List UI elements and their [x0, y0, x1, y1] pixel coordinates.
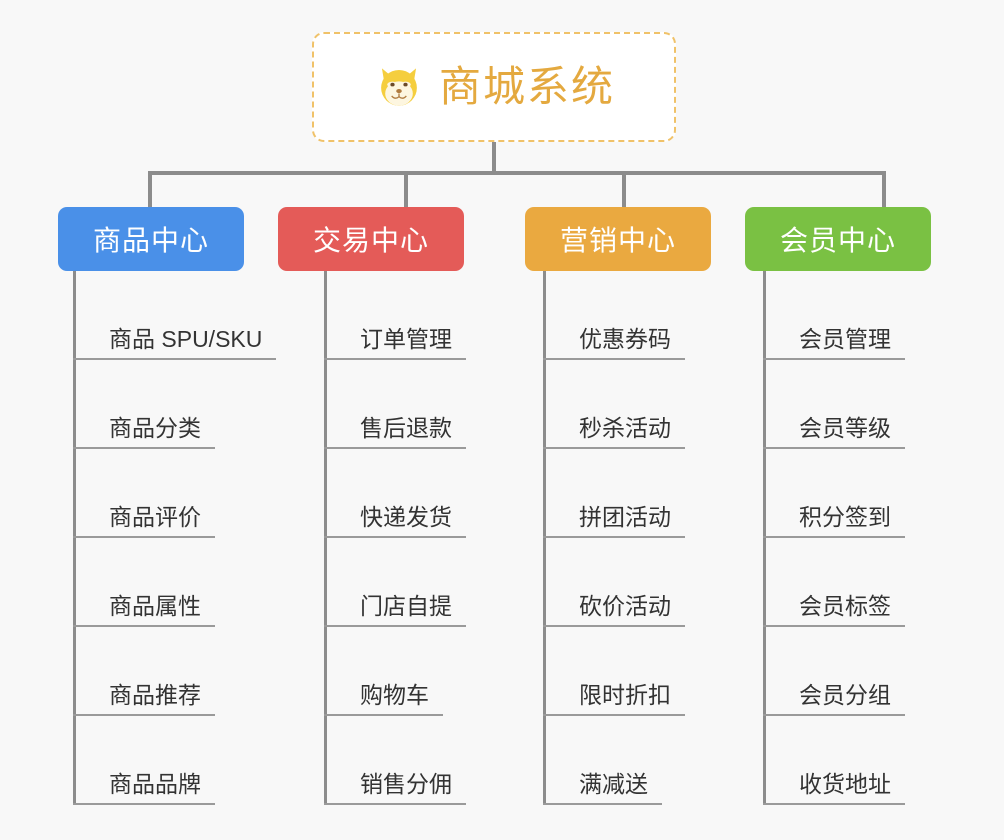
category-header-1[interactable]: 商品中心	[58, 207, 244, 271]
root-node[interactable]: 商城系统	[312, 32, 676, 142]
connector-drop-4	[882, 171, 886, 209]
leaf-trunk-line	[543, 271, 546, 805]
leaf-trunk-line	[324, 271, 327, 805]
leaf-item-label: 商品 SPU/SKU	[73, 325, 277, 360]
leaf-item[interactable]: 秒杀活动	[543, 360, 685, 449]
root-title: 商城系统	[438, 63, 615, 110]
leaf-item-label: 满减送	[543, 770, 662, 805]
leaf-item-label: 会员等级	[763, 414, 905, 449]
leaf-item[interactable]: 快递发货	[324, 449, 466, 538]
leaf-item-label: 售后退款	[324, 414, 466, 449]
category-header-label: 营销中心	[559, 225, 676, 256]
leaf-item-label: 会员管理	[763, 325, 905, 360]
leaf-item-label: 会员分组	[763, 681, 905, 716]
leaf-trunk-line	[763, 271, 766, 805]
leaf-item-label: 限时折扣	[543, 681, 685, 716]
leaf-item[interactable]: 会员等级	[763, 360, 905, 449]
leaf-item[interactable]: 订单管理	[324, 271, 466, 360]
leaf-item-label: 销售分佣	[324, 770, 466, 805]
leaf-item-label: 积分签到	[763, 503, 905, 538]
leaf-item[interactable]: 会员标签	[763, 538, 905, 627]
leaf-item[interactable]: 会员分组	[763, 627, 905, 716]
leaf-item-label: 商品品牌	[73, 770, 215, 805]
leaf-item[interactable]: 售后退款	[324, 360, 466, 449]
leaf-item[interactable]: 商品属性	[73, 538, 215, 627]
leaf-item[interactable]: 限时折扣	[543, 627, 685, 716]
connector-horizontal-bus	[148, 171, 884, 175]
leaf-item-label: 商品分类	[73, 414, 215, 449]
connector-drop-2	[404, 171, 408, 209]
leaf-item[interactable]: 商品品牌	[73, 716, 215, 805]
leaf-item[interactable]: 销售分佣	[324, 716, 466, 805]
leaf-item[interactable]: 拼团活动	[543, 449, 685, 538]
leaf-item[interactable]: 收货地址	[763, 716, 905, 805]
leaf-item-label: 砍价活动	[543, 592, 685, 627]
leaf-item-label: 订单管理	[324, 325, 466, 360]
category-header-label: 商品中心	[92, 225, 209, 256]
leaf-item-label: 会员标签	[763, 592, 905, 627]
leaf-item-label: 拼团活动	[543, 503, 685, 538]
leaf-item[interactable]: 购物车	[324, 627, 443, 716]
connector-drop-3	[622, 171, 626, 209]
leaf-item-label: 商品属性	[73, 592, 215, 627]
leaf-item[interactable]: 砍价活动	[543, 538, 685, 627]
leaf-item-label: 商品评价	[73, 503, 215, 538]
leaf-item[interactable]: 优惠券码	[543, 271, 685, 360]
category-header-2[interactable]: 交易中心	[278, 207, 464, 271]
leaf-item-label: 收货地址	[763, 770, 905, 805]
leaf-item-label: 购物车	[324, 681, 443, 716]
leaf-item[interactable]: 积分签到	[763, 449, 905, 538]
category-header-4[interactable]: 会员中心	[745, 207, 931, 271]
leaf-item[interactable]: 商品评价	[73, 449, 215, 538]
leaf-item-label: 快递发货	[324, 503, 466, 538]
shiba-dog-icon	[373, 61, 425, 113]
leaf-item[interactable]: 商品 SPU/SKU	[73, 271, 277, 360]
connector-root-stem	[492, 142, 496, 174]
leaf-item-label: 秒杀活动	[543, 414, 685, 449]
connector-drop-1	[148, 171, 152, 209]
leaf-item-label: 优惠券码	[543, 325, 685, 360]
category-header-label: 交易中心	[312, 225, 429, 256]
leaf-item[interactable]: 门店自提	[324, 538, 466, 627]
leaf-item[interactable]: 商品分类	[73, 360, 215, 449]
leaf-item[interactable]: 满减送	[543, 716, 662, 805]
leaf-trunk-line	[73, 271, 76, 805]
leaf-item-label: 门店自提	[324, 592, 466, 627]
leaf-item[interactable]: 商品推荐	[73, 627, 215, 716]
leaf-item-label: 商品推荐	[73, 681, 215, 716]
category-header-label: 会员中心	[779, 225, 896, 256]
leaf-item[interactable]: 会员管理	[763, 271, 905, 360]
category-header-3[interactable]: 营销中心	[525, 207, 711, 271]
